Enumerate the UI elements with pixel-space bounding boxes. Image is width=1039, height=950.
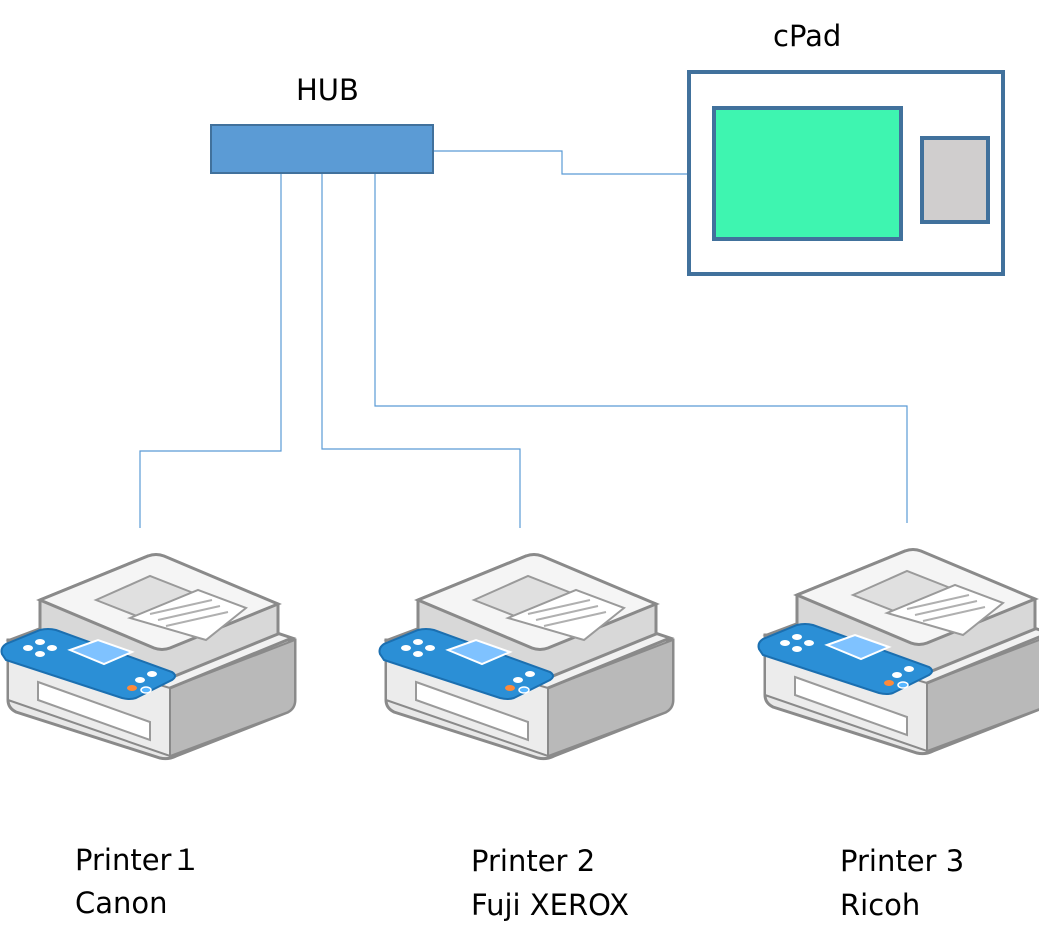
cpad-device [687, 70, 1005, 276]
printer-1-name: Printer１ [75, 843, 201, 877]
cpad-label: cPad [773, 19, 842, 53]
link-hub-cpad [433, 150, 688, 175]
hub-label: HUB [296, 73, 359, 107]
connection-lines [139, 150, 908, 528]
cpad-screen [712, 106, 903, 241]
hub-device [210, 124, 434, 174]
link-hub-printer3 [374, 174, 908, 523]
printer-2-brand: Fuji XEROX [471, 888, 629, 922]
printer-3-name: Printer 3 [840, 844, 965, 878]
cpad-side-panel [920, 136, 990, 224]
printer-2-icon [378, 553, 675, 761]
link-hub-printer1 [139, 174, 282, 528]
printer-2-name: Printer 2 [471, 844, 596, 878]
printer-3-brand: Ricoh [840, 888, 921, 922]
link-hub-printer2 [321, 174, 521, 528]
printer-1-brand: Canon [75, 886, 168, 920]
printer-1-icon [0, 553, 297, 761]
printer-3-icon [757, 548, 1039, 756]
